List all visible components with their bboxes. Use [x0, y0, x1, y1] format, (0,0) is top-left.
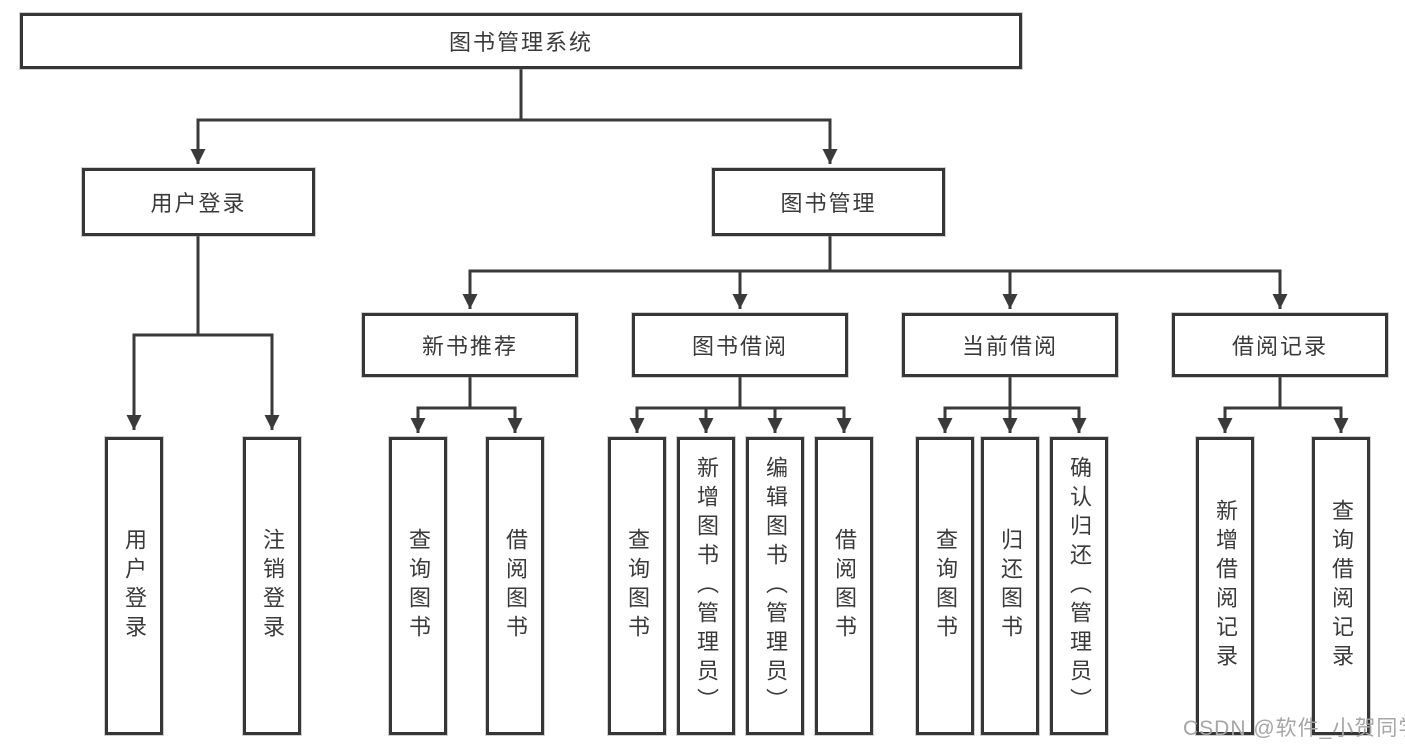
leaf-borrow-books: 借阅图书 [815, 437, 873, 735]
csdn-watermark: CSDN @软件_小贺同学 [1183, 717, 1405, 740]
connector-current-borrow-trunk [943, 377, 1081, 410]
leaf-add-book-admin: 新增图书（管理员） [677, 437, 735, 735]
node-book-management: 图书管理 [712, 168, 945, 236]
node-user-login: 用户登录 [82, 168, 315, 236]
leaf-query-books-recommend: 查询图书 [389, 437, 447, 735]
node-borrow-records: 借阅记录 [1172, 313, 1388, 377]
connector-root-trunk [196, 68, 832, 122]
leaf-logout-login: 注销登录 [243, 437, 301, 735]
connector-user-login-trunk [132, 236, 274, 337]
leaf-query-books-borrow: 查询图书 [608, 437, 666, 735]
connector-new-book-trunk [416, 377, 517, 410]
leaf-query-books-current: 查询图书 [916, 437, 974, 735]
connector-book-management-trunk [468, 236, 1282, 273]
leaf-edit-book-admin: 编辑图书（管理员） [746, 437, 804, 735]
node-library-management-system: 图书管理系统 [20, 13, 1022, 69]
leaf-confirm-return-admin: 确认归还（管理员） [1050, 437, 1108, 735]
connector-book-borrow-trunk [635, 377, 846, 410]
node-current-borrow: 当前借阅 [902, 313, 1118, 377]
leaf-query-borrow-record: 查询借阅记录 [1312, 437, 1370, 735]
leaf-return-books: 归还图书 [981, 437, 1039, 735]
leaf-add-borrow-record: 新增借阅记录 [1196, 437, 1254, 735]
leaf-user-login: 用户登录 [105, 437, 163, 735]
connector-borrow-records-trunk [1223, 377, 1343, 410]
node-new-book-recommend: 新书推荐 [362, 313, 578, 377]
node-book-borrow: 图书借阅 [632, 313, 848, 377]
leaf-borrow-books-recommend: 借阅图书 [486, 437, 544, 735]
